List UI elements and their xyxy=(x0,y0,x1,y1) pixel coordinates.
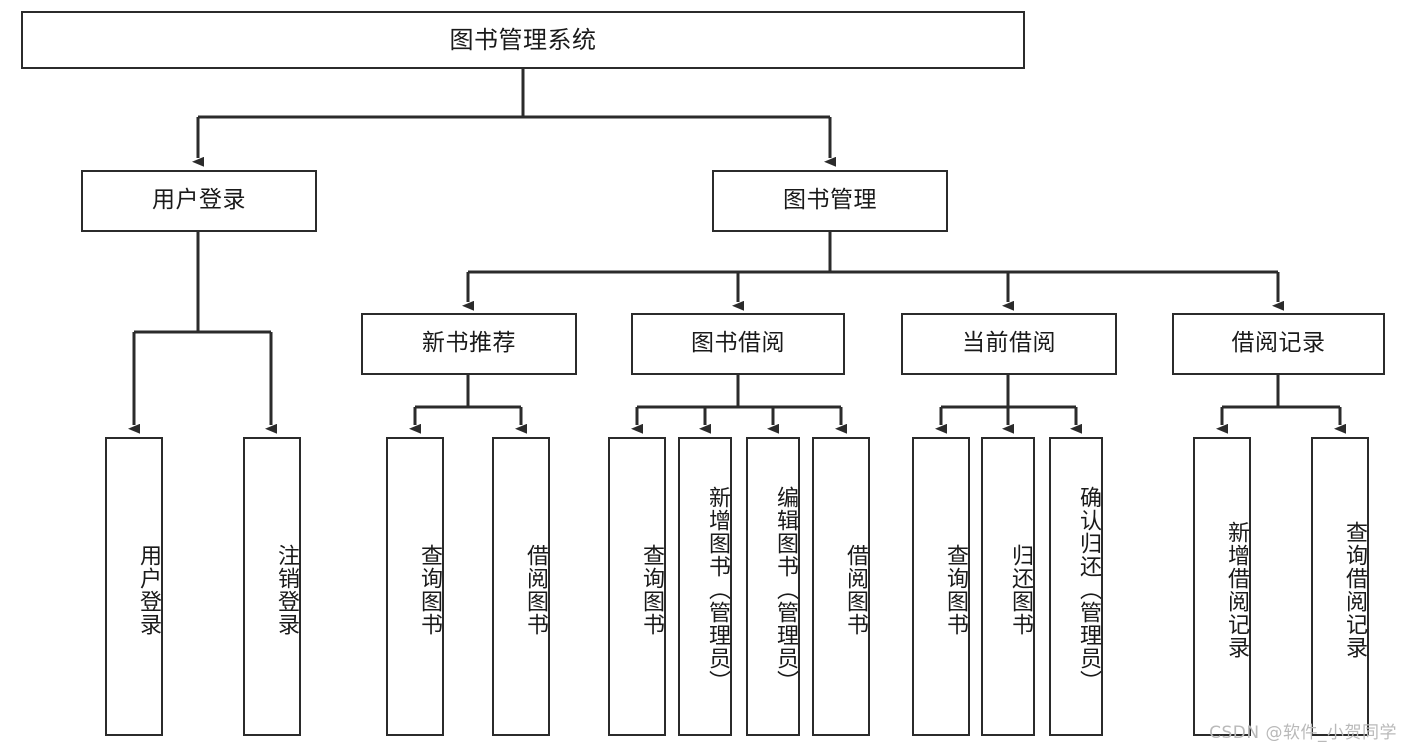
node-label: 新增借阅记录 xyxy=(1224,520,1249,659)
node-label: 查询图书 xyxy=(943,543,968,636)
leaf-current-borrow-confirm-return-admin[interactable]: 确认归还（管理员） xyxy=(1049,437,1103,736)
node-label: 查询图书 xyxy=(417,543,442,636)
node-label: 借阅记录 xyxy=(1231,330,1326,357)
leaf-user-login-logout[interactable]: 注销登录 xyxy=(243,437,301,736)
node-root-book-management-system[interactable]: 图书管理系统 xyxy=(21,11,1025,69)
node-book-borrow[interactable]: 图书借阅 xyxy=(631,313,845,375)
leaf-borrow-record-query-record[interactable]: 查询借阅记录 xyxy=(1311,437,1369,736)
node-label: 借阅图书 xyxy=(843,543,868,636)
leaf-new-book-query-book[interactable]: 查询图书 xyxy=(386,437,444,736)
node-label: 当前借阅 xyxy=(962,330,1056,357)
leaf-book-borrow-borrow-book[interactable]: 借阅图书 xyxy=(812,437,870,736)
node-label: 新增图书（管理员） xyxy=(705,486,730,693)
leaf-new-book-borrow-book[interactable]: 借阅图书 xyxy=(492,437,550,736)
node-current-borrow[interactable]: 当前借阅 xyxy=(901,313,1117,375)
node-label: 借阅图书 xyxy=(523,543,548,636)
node-label: 新书推荐 xyxy=(422,330,516,357)
node-label: 归还图书 xyxy=(1008,543,1033,636)
leaf-user-login-login[interactable]: 用户登录 xyxy=(105,437,163,736)
node-label: 注销登录 xyxy=(274,543,299,636)
node-new-book-recommend[interactable]: 新书推荐 xyxy=(361,313,577,375)
node-label: 用户登录 xyxy=(152,187,246,214)
leaf-current-borrow-query-book[interactable]: 查询图书 xyxy=(912,437,970,736)
leaf-borrow-record-add-record[interactable]: 新增借阅记录 xyxy=(1193,437,1251,736)
node-label: 确认归还（管理员） xyxy=(1076,486,1101,693)
watermark-text: CSDN @软件_小贺同学 xyxy=(1209,723,1397,743)
node-label: 图书借阅 xyxy=(691,330,785,357)
node-book-management[interactable]: 图书管理 xyxy=(712,170,948,232)
node-label: 查询图书 xyxy=(639,543,664,636)
node-borrow-record[interactable]: 借阅记录 xyxy=(1172,313,1385,375)
node-label: 编辑图书（管理员） xyxy=(773,486,798,693)
leaf-book-borrow-add-book-admin[interactable]: 新增图书（管理员） xyxy=(678,437,732,736)
node-user-login[interactable]: 用户登录 xyxy=(81,170,317,232)
leaf-book-borrow-edit-book-admin[interactable]: 编辑图书（管理员） xyxy=(746,437,800,736)
node-label: 图书管理 xyxy=(783,187,877,214)
node-label: 图书管理系统 xyxy=(449,25,597,54)
node-label: 用户登录 xyxy=(136,543,161,636)
node-label: 查询借阅记录 xyxy=(1342,520,1367,659)
leaf-book-borrow-query-book[interactable]: 查询图书 xyxy=(608,437,666,736)
leaf-current-borrow-return-book[interactable]: 归还图书 xyxy=(981,437,1035,736)
